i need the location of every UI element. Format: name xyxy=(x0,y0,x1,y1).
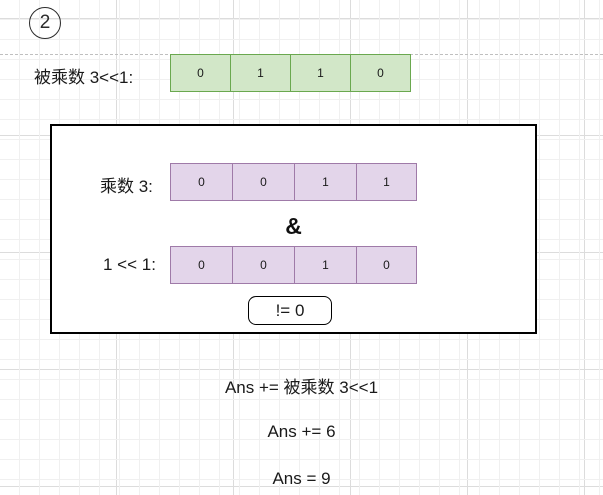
multiplier-bit-row: 0 0 1 1 xyxy=(170,163,417,201)
result-line-1: Ans += 被乘数 3<<1 xyxy=(224,378,379,397)
bit-cell: 0 xyxy=(357,247,416,283)
multiplier-label: 乘数 3: xyxy=(100,177,153,196)
multiplicand-label: 被乘数 3<<1: xyxy=(34,68,134,87)
bit-cell: 1 xyxy=(295,247,357,283)
bit-cell: 0 xyxy=(171,164,233,200)
multiplicand-bit-row: 0 1 1 0 xyxy=(170,54,411,92)
bit-cell: 1 xyxy=(231,55,291,91)
bit-cell: 0 xyxy=(351,55,410,91)
condition-pill: != 0 xyxy=(248,296,332,325)
bit-cell: 0 xyxy=(171,55,231,91)
bit-cell: 1 xyxy=(291,55,351,91)
mask-bit-row: 0 0 1 0 xyxy=(170,246,417,284)
and-operator-symbol: & xyxy=(285,213,302,239)
bit-cell: 1 xyxy=(295,164,357,200)
result-line-2: Ans += 6 xyxy=(267,422,336,441)
bit-cell: 1 xyxy=(357,164,416,200)
result-line-3: Ans = 9 xyxy=(272,469,331,488)
bit-cell: 0 xyxy=(233,247,295,283)
step-badge: 2 xyxy=(29,7,61,39)
bit-cell: 0 xyxy=(171,247,233,283)
bit-cell: 0 xyxy=(233,164,295,200)
mask-label: 1 << 1: xyxy=(103,255,156,274)
